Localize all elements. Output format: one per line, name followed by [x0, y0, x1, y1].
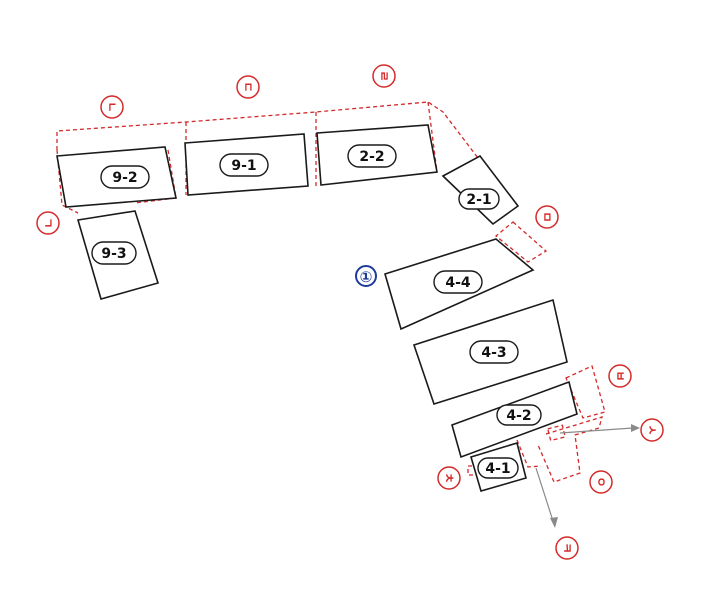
marker-digeut-text: ㄷ [241, 81, 255, 92]
marker-chieut-text: ㅊ [442, 472, 456, 483]
marker-kieuk: ㅋ [555, 536, 579, 560]
label-9-2: 9-2 [100, 165, 150, 189]
site-marker: ① [355, 265, 377, 287]
label-4-3-text: 4-3 [481, 345, 506, 361]
label-2-2-text: 2-2 [359, 149, 384, 165]
label-4-1: 4-1 [477, 457, 519, 479]
parcel-ieung [537, 416, 603, 483]
marker-giyeok: ㄱ [36, 211, 60, 235]
arrows [535, 424, 640, 528]
marker-nieun-text: ㄴ [105, 101, 119, 112]
north-boundary [56, 101, 479, 159]
site-marker-text: ① [360, 268, 373, 286]
label-2-1-text: 2-1 [466, 192, 491, 208]
label-9-2-text: 9-2 [112, 170, 137, 186]
dashed-boundaries [56, 101, 606, 483]
boundary-9-2-link [134, 149, 177, 204]
marker-siot-text: ㅅ [645, 424, 659, 435]
marker-ieung-text: ㅇ [594, 476, 608, 487]
south-arrow-line [535, 467, 554, 522]
marker-kieuk-text: ㅋ [560, 542, 574, 553]
label-9-1: 9-1 [219, 153, 269, 177]
marker-giyeok-text: ㄱ [41, 217, 55, 228]
marker-nieun: ㄴ [100, 95, 124, 119]
label-9-3-text: 9-3 [101, 246, 126, 262]
parcel-siot [546, 424, 567, 442]
marker-rieul-text: ㄹ [377, 70, 391, 81]
east-arrow-line [559, 427, 634, 434]
marker-rieul: ㄹ [372, 64, 396, 88]
building-labels: 9-2 9-1 2-2 2-1 9-3 4-4 4-3 4-2 [91, 144, 542, 479]
marker-siot: ㅅ [640, 418, 664, 442]
label-2-2: 2-2 [347, 144, 397, 168]
marker-bieup-text: ㅂ [613, 370, 627, 381]
east-arrow-head [631, 424, 640, 432]
label-9-1-text: 9-1 [231, 158, 256, 174]
south-arrow-head [550, 517, 558, 528]
markers: ㄱ ㄴ ㄷ ㄹ ㅁ ㅂ ㅅ ㅇ [36, 64, 664, 560]
label-2-1: 2-1 [458, 188, 500, 210]
label-4-2-text: 4-2 [506, 408, 531, 424]
marker-ieung: ㅇ [589, 470, 613, 494]
label-4-4-text: 4-4 [445, 275, 471, 291]
marker-mieum: ㅁ [535, 205, 559, 229]
parcel-mieum [494, 221, 548, 263]
marker-bieup: ㅂ [608, 364, 632, 388]
label-4-1-text: 4-1 [485, 461, 510, 477]
label-9-3: 9-3 [91, 241, 137, 265]
parcel-ieung-link [516, 439, 542, 468]
parcel-bieup [565, 365, 606, 419]
label-4-3: 4-3 [469, 340, 519, 364]
label-4-4: 4-4 [433, 270, 483, 294]
marker-digeut: ㄷ [236, 75, 260, 99]
marker-chieut: ㅊ [437, 466, 461, 490]
marker-mieum-text: ㅁ [540, 211, 554, 222]
label-4-2: 4-2 [496, 404, 542, 426]
